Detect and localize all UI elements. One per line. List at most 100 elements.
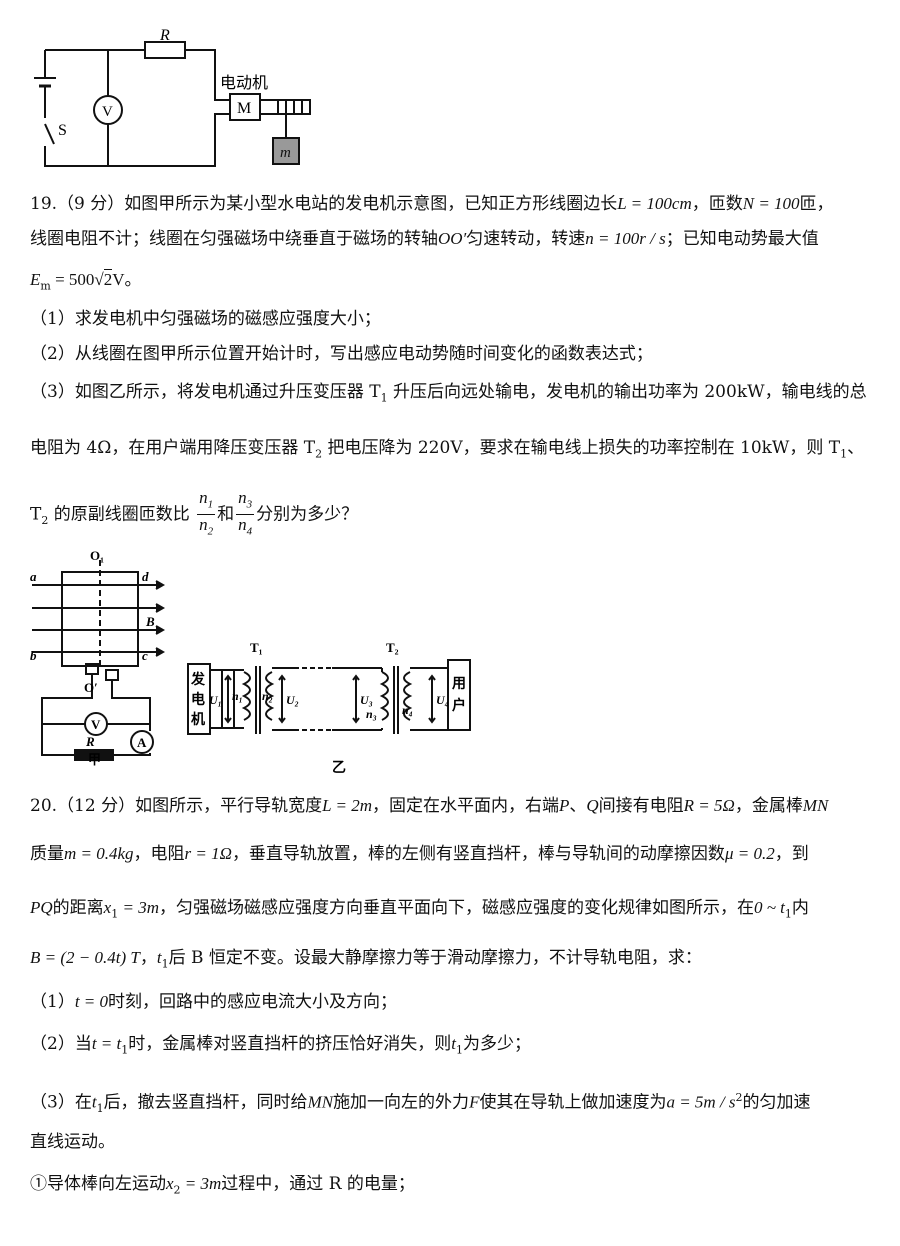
frac-den: n bbox=[238, 515, 247, 535]
label-n2: n₂ bbox=[262, 689, 273, 703]
frac-sub: 1 bbox=[207, 498, 214, 511]
q19-line-2: 线圈电阻不计；线圈在匀强磁场中绕垂直于磁场的转轴OO′匀速转动，转速n = 10… bbox=[30, 227, 882, 251]
q20-line-1: 20.（12 分）如图所示，平行导轨宽度L = 2m，固定在水平面内，右端P、Q… bbox=[30, 794, 882, 818]
switch-label: S bbox=[58, 122, 67, 139]
q20-stem-text: ，垂直导轨放置，棒的左侧有竖直挡杆，棒与导轨间的动摩擦因数 bbox=[231, 844, 725, 864]
q19-points: （9 分） bbox=[57, 194, 125, 214]
q20-friction: μ = 0.2 bbox=[724, 844, 775, 863]
resistor-block bbox=[74, 749, 114, 761]
figure-jia-generator: O₁ O′ a d B b c V A R 甲 bbox=[30, 550, 166, 768]
frac-sub: 4 bbox=[246, 525, 253, 538]
q19-stem-text: 匀速转动，转速 bbox=[466, 229, 586, 249]
q20-stem-text: 、 bbox=[569, 796, 587, 816]
q19-stem-text: 线圈电阻不计；线圈在匀强磁场中绕垂直于磁场的转轴 bbox=[30, 229, 438, 249]
label-n3: n₃ bbox=[366, 707, 377, 721]
q19-part-3-text: （3）如图乙所示，将发电机通过升压变压器 T bbox=[30, 382, 381, 402]
frac-sub: 3 bbox=[246, 498, 253, 511]
ammeter-label: A bbox=[137, 735, 147, 750]
q19-emf-symbol: E bbox=[30, 270, 41, 289]
q20-time: t bbox=[91, 1092, 97, 1112]
q20-rod: MN bbox=[802, 796, 829, 815]
q19-stem-text: 如图甲所示为某小型水电站的发电机示意图，已知正方形线圈边长 bbox=[124, 194, 618, 214]
q19-emf-unit: V bbox=[112, 270, 125, 289]
generator-char-1: 发 bbox=[190, 671, 206, 688]
q19-axis: OO′ bbox=[438, 229, 467, 248]
q19-line-3: Em = 500√2V。 bbox=[30, 268, 882, 298]
q20-stem-text: 质量 bbox=[30, 844, 64, 864]
voltmeter-symbol-label: V bbox=[102, 104, 113, 120]
q20-resistance: R = 5Ω bbox=[683, 796, 735, 815]
q19-stem-text: ，匝数 bbox=[691, 194, 743, 214]
voltmeter-label: V bbox=[91, 717, 101, 732]
q20-rod: MN bbox=[307, 1092, 334, 1112]
q20-x2: x bbox=[166, 1174, 174, 1193]
q20-point-Q: Q bbox=[586, 796, 599, 815]
q20-sub: 1 bbox=[96, 1102, 104, 1116]
q20-part-3-sub-1: ①导体棒向左运动x2 = 3m过程中，通过 R 的电量； bbox=[30, 1172, 882, 1202]
q19-part-3-text: T bbox=[30, 504, 42, 525]
q19-stem-text: 。 bbox=[124, 270, 142, 290]
q20-part-2: （2）当t = t1时，金属棒对竖直挡杆的挤压恰好消失，则t1为多少； bbox=[30, 1032, 882, 1062]
q19-sub: 1 bbox=[380, 391, 388, 405]
q20-force: F bbox=[469, 1092, 480, 1112]
q20-sub: 1 bbox=[161, 957, 169, 971]
resistor-symbol bbox=[144, 41, 186, 59]
q20-sub: 1 bbox=[455, 1043, 463, 1057]
q19-part-3-text: 和 bbox=[217, 504, 235, 525]
label-n1: n₁ bbox=[232, 689, 243, 703]
q20-part-text: 时刻，回路中的感应电流大小及方向； bbox=[108, 992, 398, 1012]
q20-mass: m = 0.4kg bbox=[64, 844, 134, 863]
q20-part-text: （3）在 bbox=[30, 1092, 92, 1113]
frac-num: n bbox=[199, 488, 208, 507]
q20-stem-text: 间接有电阻 bbox=[598, 796, 684, 816]
q20-stem-text: ， bbox=[139, 948, 157, 968]
q19-part-3-text: 电阻为 4Ω，在用户端用降压变压器 T bbox=[30, 438, 316, 458]
user-char-1: 用 bbox=[452, 676, 466, 692]
motor-label: 电动机 bbox=[220, 73, 268, 92]
q20-line-3: PQ的距离x1 = 3m，匀强磁场磁感应强度方向垂直平面向下，磁感应强度的变化规… bbox=[30, 896, 882, 926]
q20-field-law: B = (2 − 0.4t) T bbox=[30, 948, 140, 967]
frac-num: n bbox=[238, 488, 247, 507]
q20-time: t bbox=[451, 1034, 456, 1053]
q19-part-3-text: 的原副线圈匝数比 bbox=[48, 504, 190, 525]
q20-stem-text: ，金属棒 bbox=[734, 796, 803, 816]
q20-part-text: 时，金属棒对竖直挡杆的挤压恰好消失，则 bbox=[128, 1034, 452, 1054]
label-U2: U₂ bbox=[286, 693, 299, 707]
q20-stem-text: ，电阻 bbox=[133, 844, 185, 864]
q20-part-text: 使其在导轨上做加速度为 bbox=[479, 1092, 667, 1113]
label-a: a bbox=[30, 569, 37, 584]
label-b: b bbox=[30, 648, 37, 663]
label-T1: T₁ bbox=[250, 640, 263, 655]
q20-part-text: 的匀加速 bbox=[742, 1092, 811, 1113]
q19-part-3-text: 、 bbox=[847, 438, 865, 458]
q20-part-text: （1） bbox=[30, 992, 75, 1012]
q20-time: t = t bbox=[91, 1034, 122, 1053]
q19-sqrt: √2 bbox=[94, 269, 113, 289]
frac-den: n bbox=[199, 515, 208, 535]
q20-sub: 1 bbox=[121, 1043, 129, 1057]
q20-x2-value: = 3m bbox=[180, 1174, 222, 1193]
label-T2: T₂ bbox=[386, 640, 399, 655]
q20-sub: 1 bbox=[784, 907, 792, 921]
label-O1: O₁ bbox=[90, 550, 104, 563]
q19-part-2: （2）从线圈在图甲所示位置开始计时，写出感应电动势随时间变化的函数表达式； bbox=[30, 344, 653, 364]
label-c: c bbox=[142, 648, 148, 663]
q20-sub: 2 bbox=[173, 1183, 181, 1197]
q20-stem-text: ，固定在水平面内，右端 bbox=[372, 796, 559, 816]
q20-part-text: 过程中，通过 R 的电量； bbox=[221, 1174, 415, 1194]
q20-part-text: 为多少； bbox=[462, 1034, 531, 1054]
q20-time: t = 0 bbox=[74, 992, 109, 1011]
q19-part-3-text: 把电压降为 220V，要求在输电线上损失的功率控制在 10kW，则 T bbox=[322, 438, 841, 458]
q20-stem-text: 后 B 恒定不变。设最大静摩擦力等于滑动摩擦力，不计导轨电阻，求： bbox=[168, 948, 702, 968]
label-O2: O′ bbox=[84, 680, 98, 695]
q19-line-1: 19.（9 分）如图甲所示为某小型水电站的发电机示意图，已知正方形线圈边长L =… bbox=[30, 192, 882, 216]
q19-emf-value: = 500 bbox=[50, 270, 95, 289]
caption-jia: 甲 bbox=[88, 753, 101, 768]
q20-acceleration: a = 5m / s bbox=[666, 1092, 736, 1112]
label-B: B bbox=[145, 614, 155, 629]
q20-range: 0 ~ t bbox=[753, 898, 785, 917]
mass-label: m bbox=[280, 145, 291, 161]
q19-side-length: L = 100cm bbox=[617, 194, 692, 213]
q19-sub: 2 bbox=[315, 447, 323, 461]
